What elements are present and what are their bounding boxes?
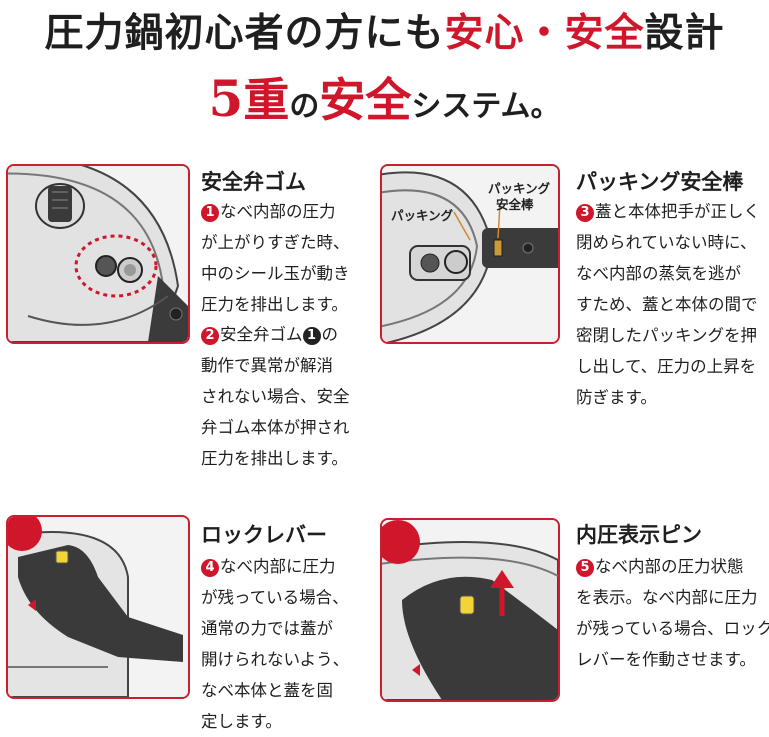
headline-part3: 設計 (644, 11, 725, 56)
subheadline-part2: の (289, 89, 320, 124)
number-badge: 2 (201, 327, 219, 345)
section-title-lock-lever: ロックレバー (201, 523, 327, 547)
subheadline-part1: 重 (243, 73, 290, 127)
safety-valve-illustration (6, 164, 190, 344)
section-title-pressure-pin: 内圧表示ピン (576, 523, 702, 547)
label-packing-rod-a: パッキング (488, 181, 551, 196)
lock-lever-illustration (6, 515, 190, 699)
label-packing-rod-b: 安全棒 (496, 197, 534, 212)
subheadline-num: 5 (208, 69, 244, 128)
headline-part1: 圧力鍋初心者の方にも (44, 11, 445, 56)
packing-safety-rod-illustration (380, 164, 560, 344)
subheadline-part3: 安全 (319, 73, 412, 127)
subheadline: 5重の安全システム。 (0, 64, 769, 130)
number-badge: 1 (201, 204, 219, 222)
number-badge-dark: 1 (302, 327, 321, 345)
section-title-safety-valve: 安全弁ゴム (201, 170, 306, 194)
number-badge: 3 (576, 204, 594, 222)
pressure-pin-illustration (380, 518, 560, 702)
headline-part2: 安心・安全 (444, 11, 645, 56)
section-title-packing-rod: パッキング安全棒 (576, 170, 744, 194)
number-badge: 5 (576, 559, 594, 577)
headline: 圧力鍋初心者の方にも安心・安全設計 (0, 2, 769, 58)
label-packing: パッキング (391, 208, 454, 223)
subheadline-part4: システム。 (411, 89, 561, 124)
number-badge: 4 (201, 559, 219, 577)
